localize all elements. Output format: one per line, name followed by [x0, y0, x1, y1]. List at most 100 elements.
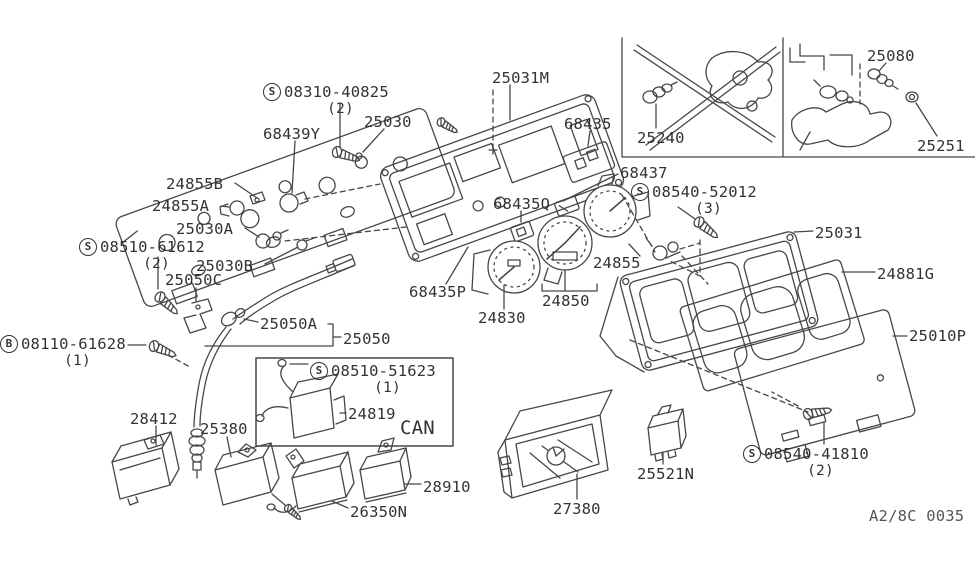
part-label-24850: 24850 — [542, 292, 590, 310]
part-number: 25080 — [867, 47, 915, 65]
part-label-25380: 25380 — [200, 420, 248, 438]
part-number: 25010P — [909, 327, 967, 345]
part-number: 25380 — [200, 420, 248, 438]
part-number: CAN — [400, 417, 435, 439]
part-number: 28412 — [130, 410, 178, 428]
part-label-24881G: 24881G — [877, 266, 934, 283]
gauge-24850 — [538, 216, 592, 284]
part-qty: (2) — [143, 256, 170, 273]
screw-icon-08540-52012 — [691, 214, 722, 242]
clip-68437 — [554, 196, 579, 217]
part-label-08540-41810: S 08540-41810 (2) — [743, 445, 869, 480]
part-number: 25050 — [343, 330, 391, 348]
prefix-circle: S — [310, 362, 328, 380]
can-note: CAN — [400, 417, 435, 439]
part-label-25030A: 25030A — [176, 221, 233, 238]
part-label-08510-51623: S 08510-51623 (1) — [310, 362, 436, 396]
inset-panel-frames — [622, 38, 975, 157]
part-label-25521N: 25521N — [637, 465, 695, 483]
screw-icon-meter-top — [435, 115, 461, 136]
part-number: 68437 — [620, 164, 668, 182]
socket-25030B-icon — [297, 238, 314, 250]
clip-68435Q — [510, 221, 534, 242]
part-number: 24855B — [166, 175, 224, 193]
meter-lens-24881G — [679, 259, 865, 392]
part-number: 25521N — [637, 465, 695, 483]
inset-view-25240 — [634, 45, 780, 150]
part-qty: (2) — [327, 101, 354, 118]
socket-24855A-icon — [220, 201, 244, 216]
pinion-sensor-icon — [643, 82, 677, 103]
cable-connector — [325, 254, 355, 275]
sender-25080-icon — [868, 69, 898, 89]
switch-25380 — [215, 443, 285, 505]
part-label-25080: 25080 — [867, 47, 915, 65]
leader-lines — [128, 63, 937, 508]
dashed-lines — [168, 64, 860, 412]
part-label-24855: 24855 — [593, 254, 641, 272]
part-number: 68435P — [409, 283, 467, 301]
part-label-25031M: 25031M — [492, 69, 550, 87]
cable-clamp-25050C — [184, 299, 212, 333]
part-qty: (3) — [695, 201, 722, 218]
part-qty: (2) — [807, 463, 834, 480]
relay-26350N — [267, 449, 354, 512]
part-number: 24850 — [542, 292, 590, 310]
prefix-circle: S — [631, 183, 649, 201]
prefix-circle: B — [0, 335, 18, 353]
part-label-25050: 25050 — [343, 330, 391, 348]
bulb-68439Y-icon — [280, 192, 308, 212]
part-label-25031: 25031 — [815, 225, 863, 242]
clock-27380 — [498, 390, 612, 498]
part-label-25050A: 25050A — [260, 315, 318, 333]
part-number: 24819 — [348, 405, 396, 423]
part-label-25050C: 25050C — [165, 272, 222, 289]
part-number: 24855A — [152, 197, 210, 215]
prefix-circle: S — [263, 83, 281, 101]
part-number: 25030B — [196, 257, 254, 275]
part-label-68435: 68435 — [564, 115, 612, 133]
part-number: 08510-61612 — [100, 238, 205, 256]
part-number: 24830 — [478, 309, 526, 327]
part-number: 08540-52012 — [652, 183, 757, 201]
relay-25521N — [648, 405, 686, 461]
drawing-code-text: A2/8C 0035 — [869, 507, 965, 525]
part-number: 25240 — [637, 129, 685, 147]
part-number: 27380 — [553, 500, 601, 518]
meter-housing-25031 — [618, 230, 819, 372]
inset-view-25080 — [790, 44, 918, 150]
part-number: 25031M — [492, 69, 550, 87]
part-number: 08110-61628 — [21, 335, 126, 353]
part-number: 08510-51623 — [331, 362, 436, 380]
part-label-28910: 28910 — [423, 478, 471, 496]
part-number: 25030 — [364, 113, 412, 131]
part-label-08110-61628: B 08110-61628 (1) — [0, 335, 126, 370]
prefix-circle: S — [743, 445, 761, 463]
part-label-68437: 68437 — [620, 164, 668, 182]
part-number: 68435Q — [493, 195, 551, 213]
part-number: 24855 — [593, 254, 641, 272]
clip-68435 — [563, 141, 616, 183]
part-label-08510-61612: S 08510-61612 (2) — [79, 238, 205, 273]
part-label-24855B: 24855B — [166, 175, 224, 193]
relay-28412 — [112, 432, 179, 505]
part-number: 28910 — [423, 478, 471, 496]
drawing-code: A2/8C 0035 — [869, 507, 965, 525]
part-label-27380: 27380 — [553, 500, 601, 518]
relay-28910 — [360, 438, 411, 502]
part-qty: (1) — [64, 353, 91, 370]
part-number: 08310-40825 — [284, 83, 389, 101]
part-number: 68435 — [564, 115, 612, 133]
nut-25251-icon — [906, 92, 918, 102]
screw-hole-mark — [489, 146, 497, 154]
part-number: 25251 — [917, 137, 965, 155]
cable-ferrule-25050A — [219, 307, 246, 329]
part-label-25030B: 25030B — [196, 257, 254, 275]
part-number: 25050A — [260, 315, 318, 333]
screw-icon-08310-40825 — [330, 144, 363, 166]
speedo-cable-25050 — [184, 254, 355, 478]
part-label-25251: 25251 — [917, 137, 965, 155]
part-label-24819: 24819 — [348, 405, 396, 423]
part-label-08540-52012: S 08540-52012 (3) — [631, 183, 757, 218]
